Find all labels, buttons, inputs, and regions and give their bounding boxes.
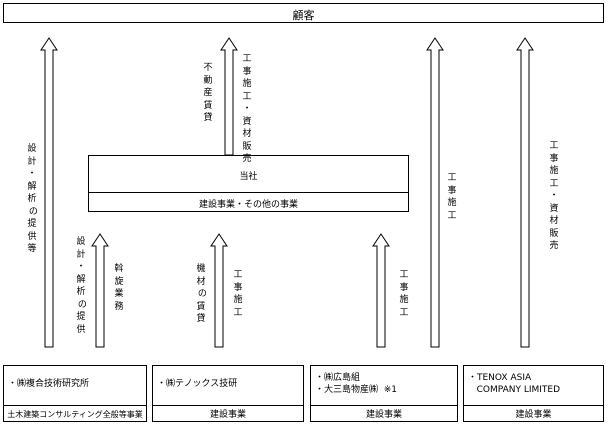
subsidiary-name-2: ・㈱テノックス技研 bbox=[157, 379, 238, 389]
arrow-hirashima-construction bbox=[372, 233, 390, 348]
label-design-to-customer: 設 計 ・ 解 析 の 提 供 等 bbox=[27, 144, 38, 254]
subsidiary-name-3: ・㈱広島組 ・大三島物産㈱ ※1 bbox=[315, 373, 397, 395]
label-design-to-company: 設 計 ・ 解 析 の 提 供 bbox=[76, 237, 87, 335]
arrow-asia-construction bbox=[516, 37, 534, 348]
subsidiary-divider-2 bbox=[153, 405, 303, 406]
subsidiary-segment-1: 土木建築コンサルティング全般等事業 bbox=[7, 410, 143, 419]
label-construction-materials: 工 事 施 工 ・ 資 材 販 売 bbox=[242, 54, 252, 164]
subsidiary-box-3: ・㈱広島組 ・大三島物産㈱ ※1 建設事業 bbox=[310, 365, 458, 422]
label-construction-tenox: 工 事 施 工 bbox=[233, 270, 243, 318]
subsidiary-name-4: ・TENOX ASIA COMPANY LIMITED bbox=[468, 373, 561, 395]
label-construction-right: 工 事 施 工 bbox=[447, 173, 457, 221]
subsidiary-divider-3 bbox=[311, 405, 457, 406]
customer-box: 顧客 bbox=[3, 3, 604, 23]
customer-label: 顧客 bbox=[292, 9, 315, 22]
subsidiary-divider-4 bbox=[464, 405, 603, 406]
company-business: 建設事業・その他の事業 bbox=[198, 200, 298, 210]
subsidiary-box-4: ・TENOX ASIA COMPANY LIMITED 建設事業 bbox=[463, 365, 604, 422]
arrow-design-to-company bbox=[91, 233, 109, 348]
company-name: 当社 bbox=[239, 172, 258, 182]
arrow-equipment-construction bbox=[210, 233, 228, 348]
label-construction-hirashima: 工 事 施 工 bbox=[399, 270, 409, 318]
label-equipment-lease: 機 材 の 賃 貸 bbox=[196, 264, 207, 324]
label-construction-asia: 工 事 施 工 ・ 資 材 販 売 bbox=[549, 141, 559, 251]
company-divider bbox=[89, 192, 408, 193]
subsidiary-name-1: ・㈱複合技術研究所 bbox=[8, 379, 90, 389]
company-box: 当社 建設事業・その他の事業 bbox=[88, 155, 409, 212]
label-real-estate: 不 動 産 賃 貸 bbox=[203, 63, 213, 123]
arrow-design-to-customer bbox=[40, 37, 58, 348]
arrow-real-estate-construction bbox=[220, 37, 238, 156]
subsidiary-segment-2: 建設事業 bbox=[209, 410, 246, 420]
label-agency: 斡 旋 業 務 bbox=[114, 264, 124, 312]
subsidiary-segment-3: 建設事業 bbox=[365, 410, 402, 420]
subsidiary-box-2: ・㈱テノックス技研 建設事業 bbox=[152, 365, 304, 422]
subsidiary-box-1: ・㈱複合技術研究所 土木建築コンサルティング全般等事業 bbox=[3, 365, 147, 422]
arrow-right-construction bbox=[426, 37, 444, 348]
subsidiary-segment-4: 建設事業 bbox=[515, 410, 552, 420]
subsidiary-divider-1 bbox=[4, 405, 146, 406]
